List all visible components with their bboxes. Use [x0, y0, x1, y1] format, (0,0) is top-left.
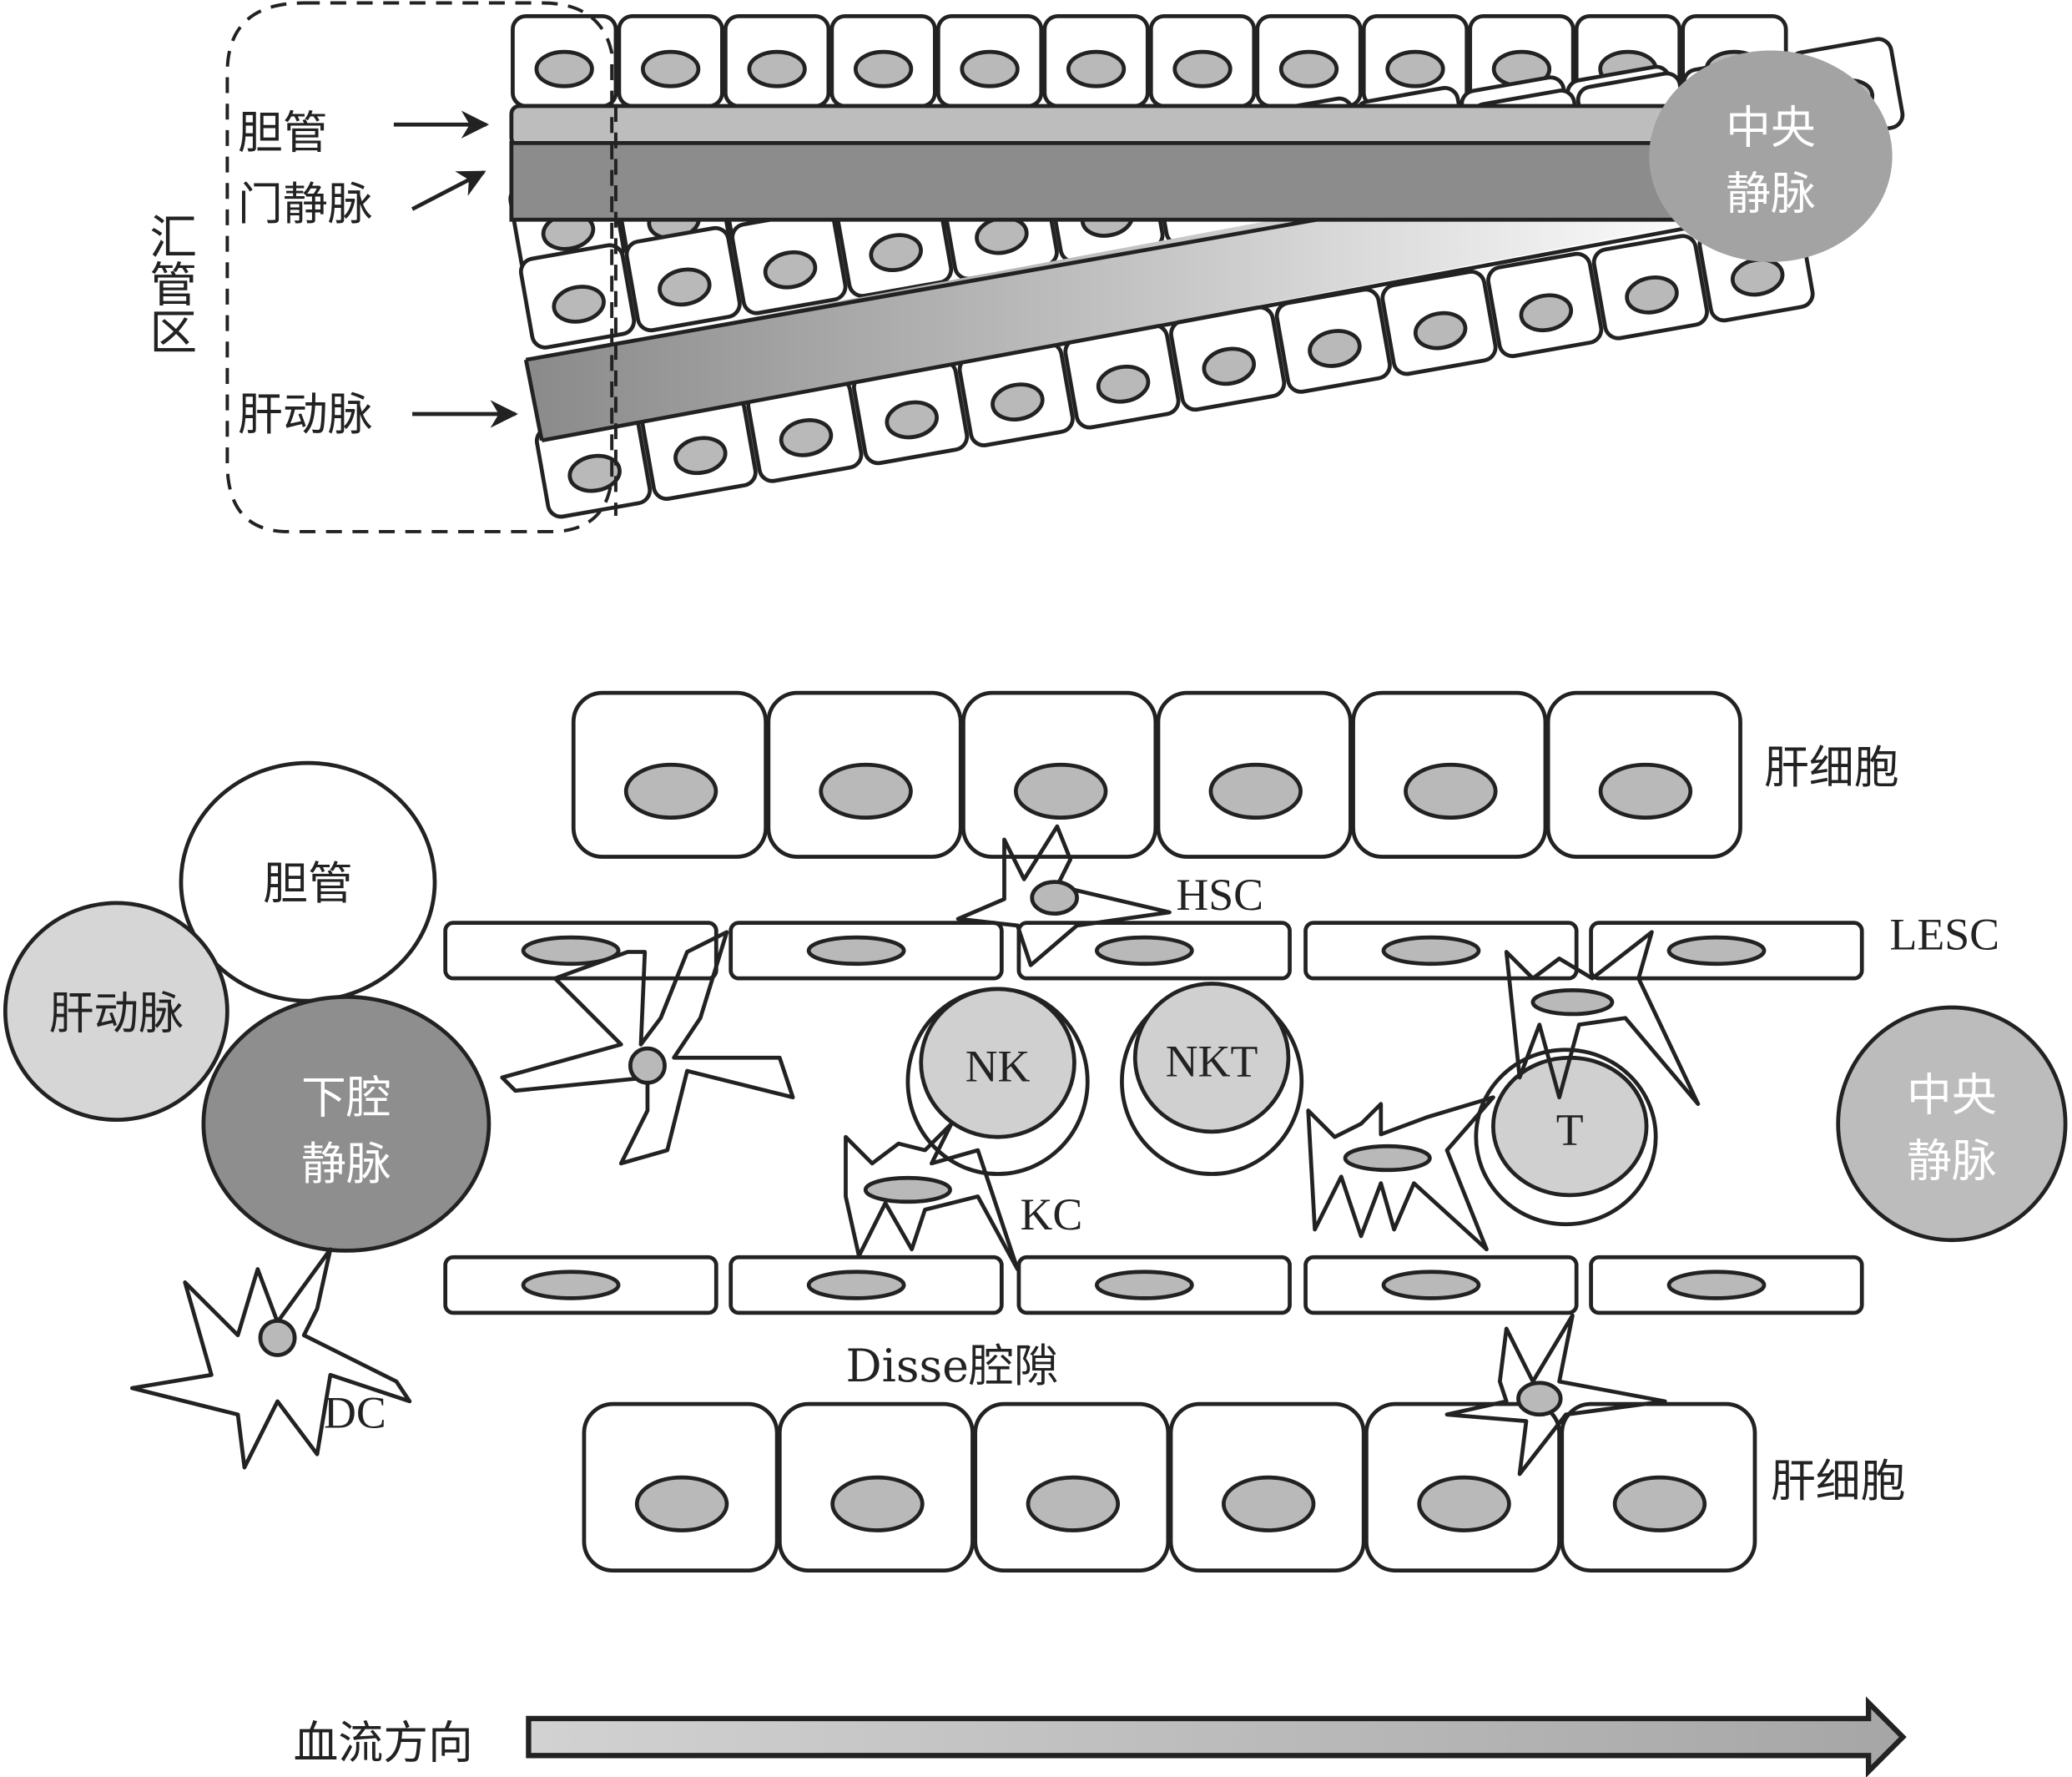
hepatocyte-upper-label: 肝细胞	[1764, 741, 1899, 794]
hepatocyte	[935, 13, 1044, 109]
hepatocyte	[511, 13, 618, 109]
dc-label: DC	[324, 1388, 386, 1438]
liver-sinusoidal-endothelial-cell	[1303, 921, 1579, 981]
central-vein-top	[1649, 50, 1893, 262]
hepatocyte	[1364, 1401, 1561, 1573]
hepatocyte	[730, 209, 848, 316]
hepatocyte	[1063, 323, 1181, 430]
ivc-circle	[201, 994, 492, 1253]
dendritic-cell	[129, 1247, 412, 1470]
liver-sinusoidal-endothelial-cell	[443, 921, 718, 981]
liver-sinusoidal-endothelial-cell	[1016, 921, 1292, 981]
hepatic-artery-label-top: 肝动脉	[238, 388, 372, 441]
bile-duct-label: 胆管	[263, 857, 353, 910]
hepatic-stellate-cell	[955, 824, 1172, 967]
kupffer-cell-2	[1306, 1095, 1495, 1252]
hepatocyte	[766, 690, 963, 859]
liver-sinusoidal-endothelial-cell	[728, 1255, 1004, 1315]
hepatocyte	[518, 243, 637, 350]
hepatocyte	[746, 376, 864, 483]
nk-label: NK	[965, 1042, 1031, 1092]
hepatic-artery-label: 肝动脉	[49, 987, 184, 1039]
lesc-row-upper	[443, 921, 1864, 981]
hepatocyte	[1255, 13, 1363, 109]
blood-flow-legend: 血流方向	[294, 1696, 1907, 1777]
hepatocyte-row-upper	[571, 690, 1742, 859]
liver-sinusoidal-endothelial-cell	[1303, 1255, 1579, 1315]
disse-space-label: Disse腔隙	[845, 1340, 1058, 1392]
hepatic-artery-circle	[3, 901, 229, 1122]
hepatocyte	[1169, 305, 1287, 412]
central-vein-bottom-label-2: 静脉	[1907, 1135, 1997, 1188]
t-label: T	[1556, 1105, 1584, 1155]
liver-sinusoidal-endothelial-cell	[1016, 1255, 1292, 1315]
arrow-portal-vein-icon	[411, 170, 486, 211]
hepatocyte	[624, 225, 742, 333]
bile-duct-bar	[509, 103, 1703, 148]
hepatocyte	[1560, 1401, 1757, 1573]
kupffer-cell-3	[1504, 930, 1701, 1106]
hepatocyte	[1148, 13, 1257, 109]
hepatocyte	[1486, 251, 1604, 358]
hepatocyte	[973, 1401, 1171, 1573]
central-vein-bottom-label-1: 中央	[1907, 1069, 1997, 1122]
central-vein-top-label-2: 静脉	[1726, 168, 1816, 220]
hepatocyte	[1274, 287, 1392, 394]
nkt-label: NKT	[1166, 1036, 1258, 1086]
ivc-label-2: 静脉	[301, 1138, 391, 1190]
stellate-cell-bottom	[1444, 1313, 1667, 1477]
hepatocyte	[534, 412, 653, 519]
hepatocyte	[1351, 690, 1548, 859]
hepatocyte	[852, 359, 970, 466]
hepatocyte	[777, 1401, 975, 1573]
hepatocyte	[1591, 234, 1709, 341]
kc-label: KC	[1020, 1189, 1082, 1239]
hepatocyte	[1156, 690, 1353, 859]
portal-region-outline	[225, 1, 614, 533]
lesc-row-lower	[443, 1255, 1864, 1315]
hepatocyte	[1168, 1401, 1366, 1573]
blood-flow-label: 血流方向	[294, 1716, 473, 1769]
hepatocyte	[571, 690, 769, 859]
hsc-label: HSC	[1176, 870, 1263, 920]
portal-vein-bar	[509, 141, 1703, 222]
hepatocyte	[1545, 690, 1742, 859]
nk-cell: NK	[905, 987, 1090, 1176]
portal-vein-label: 门静脉	[238, 178, 372, 230]
hepatic-artery-bar	[526, 198, 1718, 441]
hepatocyte	[582, 1401, 779, 1573]
central-vein-top-label-1: 中央	[1726, 101, 1816, 154]
hepatocyte	[829, 13, 937, 109]
central-vein-bottom	[1836, 1005, 2068, 1243]
liver-sinusoidal-endothelial-cell	[728, 921, 1004, 981]
stellate-cell-sinusoid	[500, 930, 795, 1166]
hepatocyte	[1380, 270, 1498, 376]
hepatocyte	[617, 13, 724, 109]
blood-flow-arrow-icon	[526, 1696, 1907, 1777]
liver-sinusoidal-endothelial-cell	[443, 1255, 718, 1315]
hepatocyte	[957, 341, 1075, 447]
sinusoid-section: 胆管 肝动脉 下腔 静脉 中央 静脉 NK NKT T	[3, 690, 2068, 1573]
liver-sinusoidal-endothelial-cell	[1589, 1255, 1864, 1315]
kupffer-cell-1	[844, 1121, 1020, 1271]
hepatocyte	[723, 13, 831, 109]
nkt-cell: NKT	[1120, 982, 1304, 1176]
top-lobule-section: 中央 静脉 汇管区 胆管 门静脉 肝动脉	[142, 1, 1905, 533]
ivc-label-1: 下腔	[301, 1072, 391, 1124]
hepatocyte	[961, 690, 1158, 859]
bile-duct-label-top: 胆管	[238, 107, 328, 159]
liver-sinusoidal-endothelial-cell	[1589, 921, 1864, 981]
hepatocyte	[1361, 13, 1470, 109]
hepatocyte	[1042, 13, 1150, 109]
hepatocyte-row-lower	[582, 1401, 1757, 1573]
hepatocyte-lower-label: 肝细胞	[1771, 1455, 1906, 1507]
t-cell: T	[1474, 1048, 1658, 1227]
portal-region-label: 汇管区	[142, 212, 197, 355]
lesc-label: LESC	[1889, 909, 1999, 959]
